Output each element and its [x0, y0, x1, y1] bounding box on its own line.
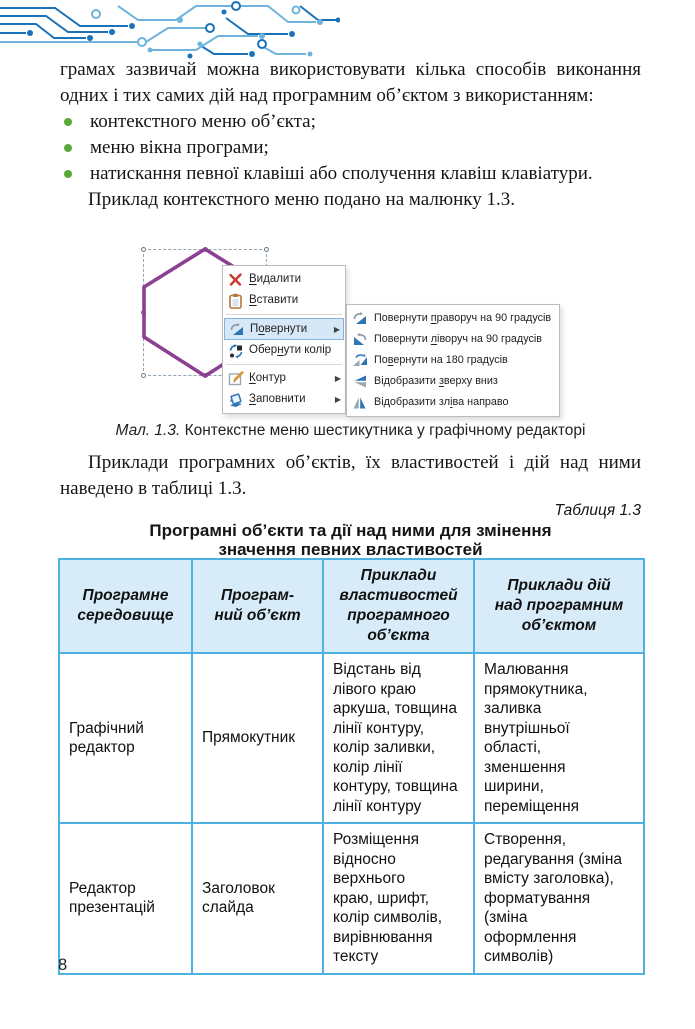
caption-text: Контекстне меню шестикутника у графічном… [184, 422, 586, 439]
rotate-180-icon [351, 353, 369, 369]
menu-separator [226, 364, 342, 365]
cell-properties: Відстань від лівого краю аркуша, товщина… [322, 652, 475, 824]
rotate-left-90-icon [351, 332, 369, 348]
menu-item-rotate[interactable]: Повернути ▶ [224, 318, 344, 340]
rotate-right-90-icon [351, 311, 369, 327]
paragraph: грамах зазвичай можна використовувати кі… [60, 59, 641, 106]
column-header-actions: Приклади дій над програмним об’єктом [473, 558, 645, 654]
menu-item-fill[interactable]: Заповнити ▶ [224, 389, 344, 410]
invert-color-icon [227, 343, 244, 359]
paragraph: Приклад контекстного меню подано на малю… [88, 189, 515, 210]
column-header-properties: Приклади властивостей програмного об’єкт… [322, 558, 475, 654]
menu-item-invert-color[interactable]: Обернути колір [224, 340, 344, 361]
page-number: 8 [58, 956, 68, 974]
rotate-submenu: Повернути праворуч на 90 градусів Поверн… [346, 304, 560, 417]
menu-separator [226, 314, 342, 315]
paste-icon [227, 293, 244, 309]
column-header-environment: Програмне середовище [58, 558, 193, 654]
circuit-decoration [0, 1, 340, 59]
table-header-row: Програмне середовище Програм- ний об’єкт… [58, 558, 645, 654]
column-header-object: Програм- ний об’єкт [191, 558, 324, 654]
menu-item-delete[interactable]: Видалити [224, 269, 344, 290]
flip-vertical-icon [351, 374, 369, 390]
caption-number: Мал. 1.3. [115, 422, 181, 439]
menu-item-outline[interactable]: Контур ▶ [224, 368, 344, 389]
submenu-arrow-icon: ▶ [334, 374, 341, 383]
selection-handle[interactable] [141, 247, 146, 252]
delete-icon [227, 272, 244, 288]
table-title: Програмні об’єкти та дії над ними для зм… [149, 521, 552, 559]
cell-environment: Редактор презентацій [58, 822, 193, 975]
list-item: меню вікна програми; [60, 135, 641, 161]
outline-icon [227, 371, 244, 387]
table-row: Редактор презентацій Заголовок слайда Ро… [58, 822, 645, 975]
bullet-list: контекстного меню об’єкта; меню вікна пр… [60, 109, 641, 187]
list-item: натискання певної клавіші або сполучення… [60, 161, 641, 187]
menu-item-paste[interactable]: Вставити [224, 290, 344, 311]
body-paragraph: Приклади програмних об’єктів, їх властив… [60, 452, 641, 499]
submenu-item-rotate-right-90[interactable]: Повернути праворуч на 90 градусів [348, 308, 558, 329]
figure-caption: Мал. 1.3. Контекстне меню шестикутника у… [60, 421, 641, 441]
flip-horizontal-icon [351, 395, 369, 411]
fill-icon [227, 392, 244, 408]
cell-actions: Малювання прямокутника, заливка внутрішн… [473, 652, 645, 824]
selection-handle[interactable] [141, 373, 146, 378]
submenu-arrow-icon: ▶ [333, 324, 340, 334]
table-label: Таблиця 1.3 [554, 502, 641, 519]
cell-environment: Графічний редактор [58, 652, 193, 824]
objects-actions-table: Програмне середовище Програм- ний об’єкт… [58, 558, 645, 975]
selection-handle[interactable] [264, 247, 269, 252]
submenu-item-rotate-left-90[interactable]: Повернути ліворуч на 90 градусів [348, 329, 558, 350]
cell-properties: Розміщення відносно верхнього краю, шриф… [322, 822, 475, 975]
submenu-item-flip-horizontal[interactable]: Відобразити зліва направо [348, 392, 558, 413]
cell-object: Заголовок слайда [191, 822, 324, 975]
submenu-item-flip-vertical[interactable]: Відобразити зверху вниз [348, 371, 558, 392]
submenu-item-rotate-180[interactable]: Повернути на 180 градусів [348, 350, 558, 371]
intro-text: грамах зазвичай можна використовувати кі… [60, 57, 641, 213]
submenu-arrow-icon: ▶ [334, 395, 341, 404]
list-item: контекстного меню об’єкта; [60, 109, 641, 135]
cell-actions: Створення, редагування (зміна вмісту заг… [473, 822, 645, 975]
rotate-icon [228, 321, 245, 337]
table-row: Графічний редактор Прямокутник Відстань … [58, 652, 645, 824]
figure-context-menu: Видалити Вставити Повернути ▶ Об [125, 247, 580, 417]
cell-object: Прямокутник [191, 652, 324, 824]
context-menu: Видалити Вставити Повернути ▶ Об [222, 265, 346, 414]
